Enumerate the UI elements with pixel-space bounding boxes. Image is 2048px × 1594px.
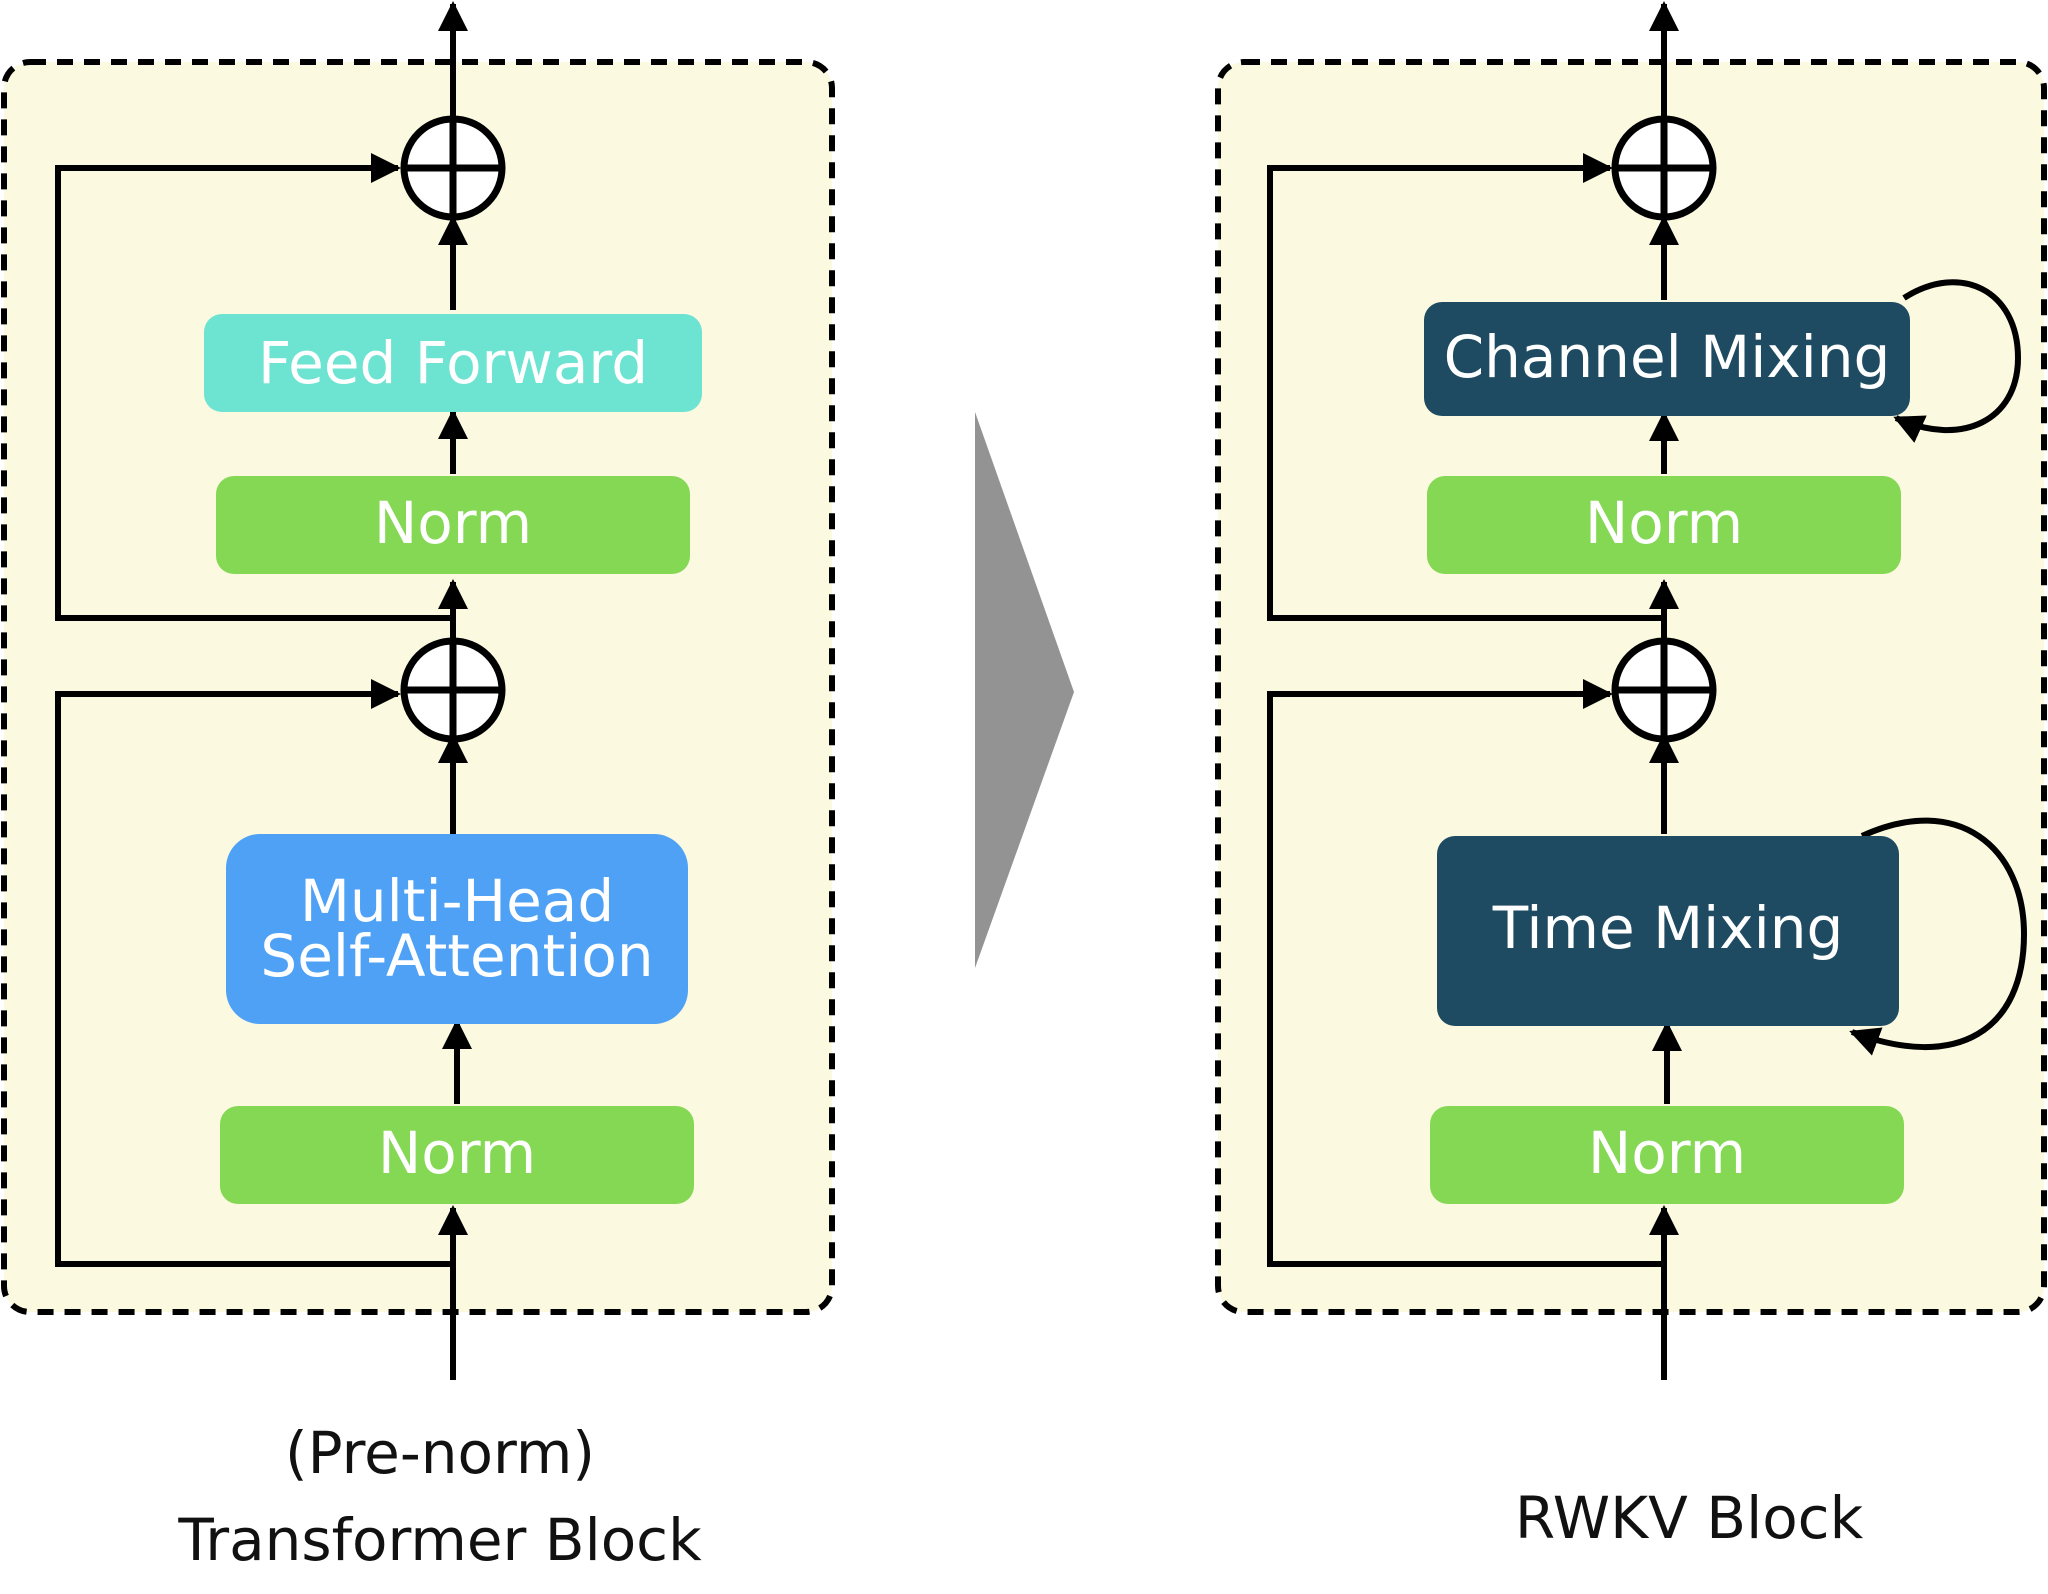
norm-box-top: Norm [216,476,690,574]
feed-forward-box: Feed Forward [204,314,702,412]
feed-forward-label: Feed Forward [258,329,648,397]
norm-label: Norm [1588,1119,1746,1187]
recurrence-loop-icon [1893,279,2022,443]
transformer-block: Feed Forward Norm Multi-Head Self-Attent… [1,1,835,1574]
time-mixing-box: Time Mixing [1437,836,1899,1026]
norm-label: Norm [378,1119,536,1187]
norm-box-bottom: Norm [220,1106,694,1204]
rwkv-main-flow [1649,1,1682,1380]
norm-label: Norm [1585,489,1743,557]
chevron-right-icon [975,412,1074,968]
recurrence-loop-icon [1849,817,2028,1056]
attention-label-line2: Self-Attention [260,922,653,990]
channel-mixing-box: Channel Mixing [1424,302,1910,416]
circle-plus-icon [400,637,506,743]
transformer-caption-line2: Transformer Block [177,1506,702,1574]
norm-box-bottom: Norm [1430,1106,1904,1204]
transformer-main-flow [438,1,472,1380]
norm-label: Norm [374,489,532,557]
rwkv-residual-lines [1267,153,1664,1267]
circle-plus-icon [1611,115,1717,221]
rwkv-block: Channel Mixing Norm Time Mixing Norm RWK… [1215,1,2047,1552]
attention-label-line1: Multi-Head [300,867,614,935]
time-mixing-label: Time Mixing [1492,894,1844,962]
rwkv-caption: RWKV Block [1515,1484,1864,1552]
circle-plus-icon [400,115,506,221]
circle-plus-icon [1611,637,1717,743]
transformer-caption-line1: (Pre-norm) [285,1419,595,1487]
norm-box-top: Norm [1427,476,1901,574]
attention-box: Multi-Head Self-Attention [226,834,688,1024]
channel-mixing-label: Channel Mixing [1444,323,1891,391]
transformer-residual-lines [55,153,453,1267]
